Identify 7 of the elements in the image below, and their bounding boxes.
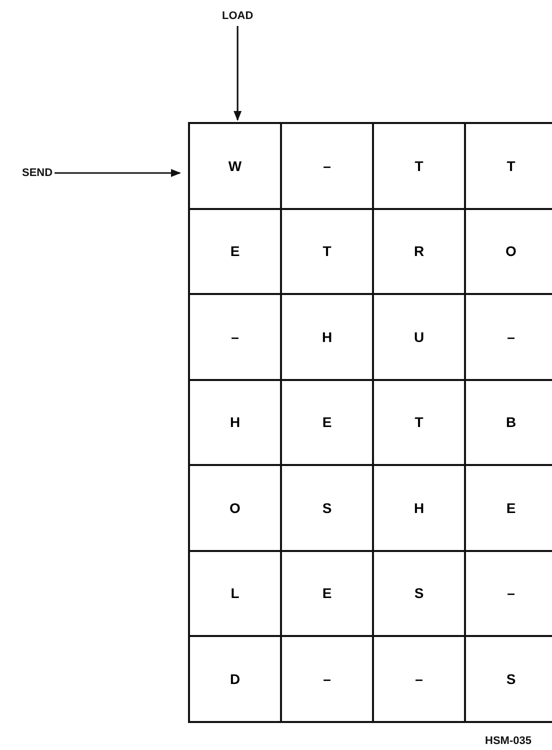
arrow	[54, 169, 181, 177]
grid-cell: D	[188, 635, 282, 722]
figure-code: HSM-035	[485, 735, 532, 747]
arrow	[234, 26, 242, 121]
send-label: SEND	[22, 167, 53, 179]
grid-cell: W	[188, 122, 282, 210]
load-label: LOAD	[222, 10, 254, 22]
